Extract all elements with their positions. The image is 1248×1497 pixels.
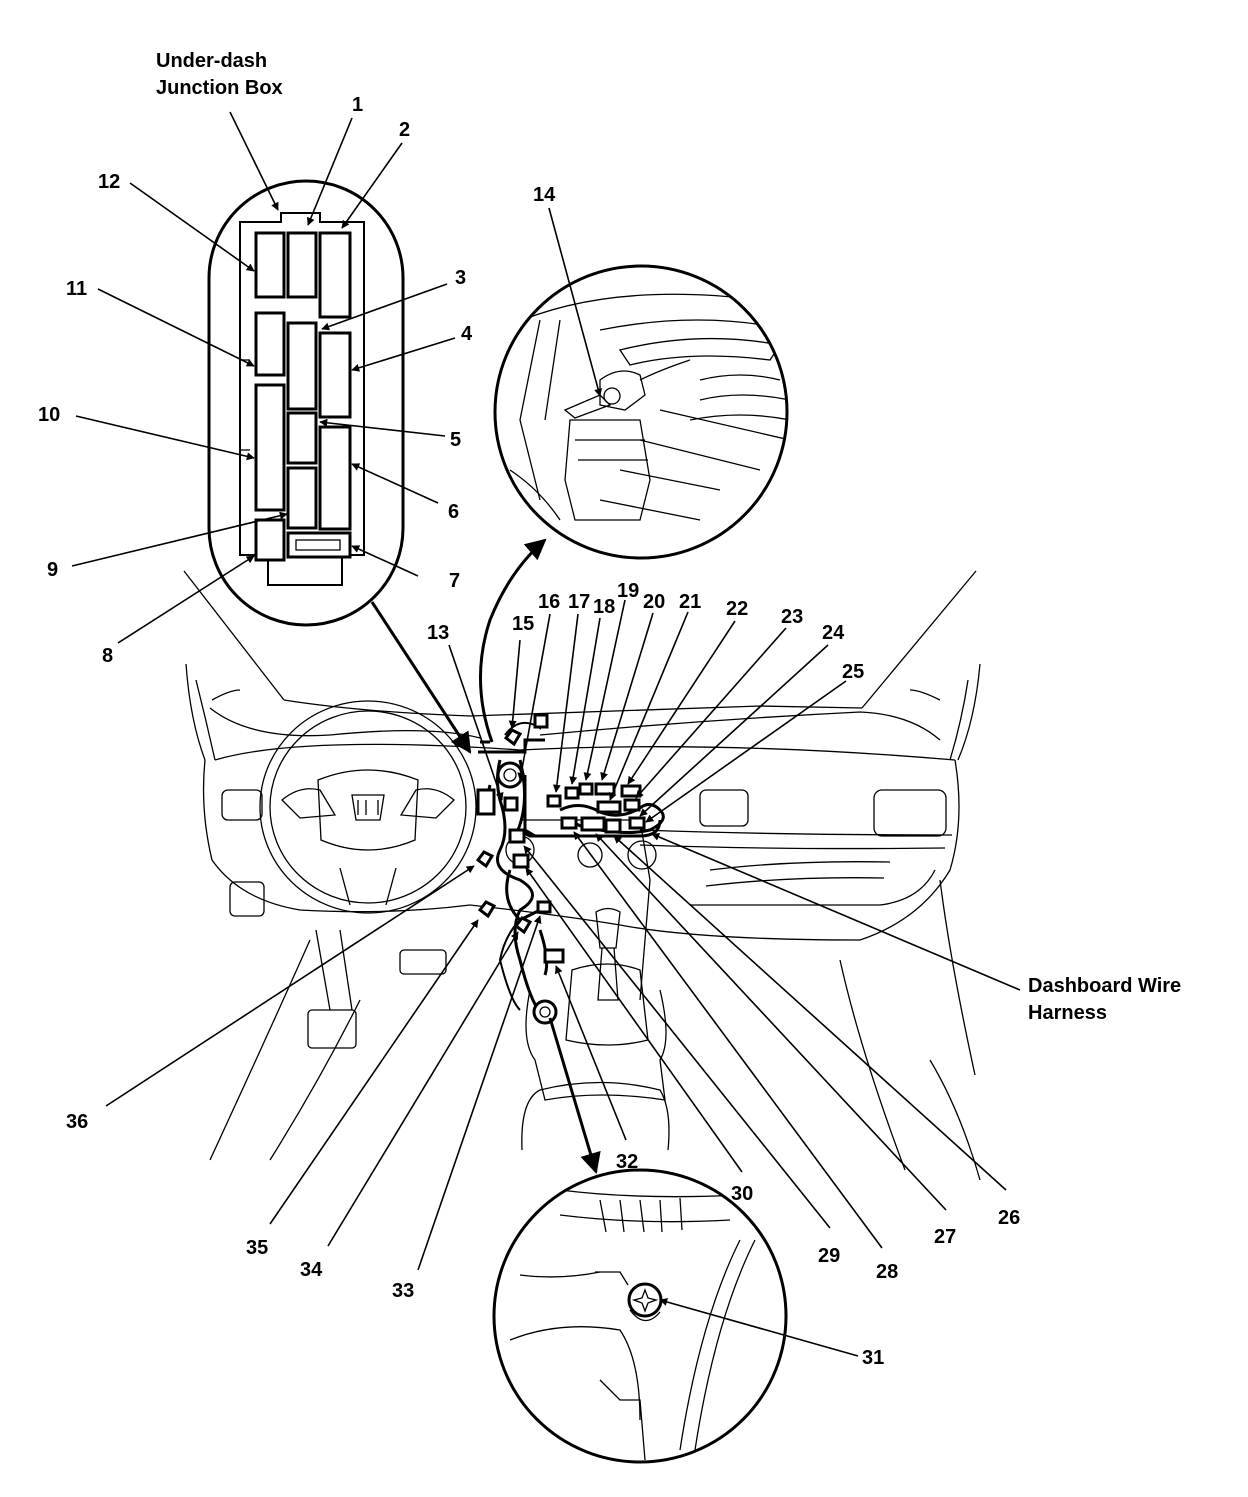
callout-31: 31 bbox=[862, 1347, 884, 1369]
connector-19 bbox=[578, 782, 594, 796]
connector-14-grommet bbox=[496, 761, 524, 789]
callout-3: 3 bbox=[455, 267, 466, 289]
callout-2: 2 bbox=[399, 119, 410, 141]
junction-box-title-line1: Under-dash bbox=[156, 50, 267, 72]
connector-24 bbox=[628, 816, 646, 830]
callout-11: 11 bbox=[66, 278, 87, 300]
callout-10: 10 bbox=[38, 404, 60, 426]
callout-7: 7 bbox=[449, 570, 460, 592]
fuse-slot-12 bbox=[254, 231, 286, 299]
callout-34: 34 bbox=[300, 1259, 323, 1281]
callout-19: 19 bbox=[617, 580, 639, 602]
connector-36 bbox=[475, 850, 495, 869]
connector-27 bbox=[580, 816, 606, 832]
fuse-slot-9 bbox=[286, 466, 318, 530]
fuse-slot-7 bbox=[286, 531, 352, 559]
callout-9: 9 bbox=[47, 559, 58, 581]
connector-28 bbox=[560, 816, 578, 830]
callout-27: 27 bbox=[934, 1226, 956, 1248]
callout-4: 4 bbox=[461, 323, 473, 345]
callout-26: 26 bbox=[998, 1207, 1020, 1229]
connector-32 bbox=[543, 948, 565, 964]
callout-25: 25 bbox=[842, 661, 864, 683]
fuse-slot-8 bbox=[254, 518, 286, 562]
callout-1: 1 bbox=[352, 94, 363, 116]
callout-16: 16 bbox=[538, 591, 560, 613]
junction-box-title-line2: Junction Box bbox=[156, 77, 283, 99]
dashboard-outline bbox=[183, 570, 981, 1181]
connector-15 bbox=[503, 728, 523, 747]
callout-36: 36 bbox=[66, 1111, 88, 1133]
junction-box-inset: Under-dash Junction Box bbox=[156, 50, 405, 627]
connectors bbox=[475, 713, 646, 1025]
callout-5: 5 bbox=[450, 429, 461, 451]
callout-32: 32 bbox=[616, 1151, 638, 1173]
connector-18 bbox=[564, 786, 580, 800]
fuse-slot-5 bbox=[286, 411, 318, 465]
detail-inset-top bbox=[493, 264, 789, 560]
fuse-slot-10 bbox=[254, 383, 286, 512]
callout-15: 15 bbox=[512, 613, 534, 635]
callout-28: 28 bbox=[876, 1261, 898, 1283]
connector-33 bbox=[536, 900, 552, 914]
callout-12: 12 bbox=[98, 171, 120, 193]
callout-20: 20 bbox=[643, 591, 665, 613]
callout-23: 23 bbox=[781, 606, 803, 628]
harness-title-line2: Harness bbox=[1028, 1002, 1107, 1024]
callout-numbers: 1 2 3 4 5 6 7 8 9 10 11 12 13 14 15 16 1… bbox=[38, 94, 1020, 1369]
callout-18: 18 bbox=[593, 596, 615, 618]
connector-16 bbox=[533, 713, 549, 729]
callout-17: 17 bbox=[568, 591, 590, 613]
connector-30 bbox=[512, 853, 530, 869]
connector-20 bbox=[594, 782, 616, 796]
fuse-slot-1 bbox=[286, 231, 318, 299]
connector-23 bbox=[623, 798, 641, 812]
connector-35 bbox=[477, 900, 497, 919]
steering-wheel bbox=[259, 700, 477, 914]
detail-inset-bottom bbox=[492, 1168, 788, 1464]
callout-13: 13 bbox=[427, 622, 449, 644]
fuse-slot-6 bbox=[318, 425, 352, 531]
callout-22: 22 bbox=[726, 598, 748, 620]
connector-29 bbox=[508, 828, 526, 844]
fuse-slot-2 bbox=[318, 231, 352, 319]
callout-6: 6 bbox=[448, 501, 459, 523]
fuse-slot-4 bbox=[318, 331, 352, 419]
callout-24: 24 bbox=[822, 622, 845, 644]
callout-8: 8 bbox=[102, 645, 113, 667]
callout-33: 33 bbox=[392, 1280, 414, 1302]
connector-34 bbox=[513, 916, 533, 935]
connector-21 bbox=[596, 800, 622, 814]
leader-lines bbox=[71, 111, 1021, 1357]
callout-29: 29 bbox=[818, 1245, 840, 1267]
connector-13 bbox=[476, 788, 496, 816]
junction-box bbox=[239, 212, 365, 586]
harness-title-line1: Dashboard Wire bbox=[1028, 975, 1181, 997]
connector-22 bbox=[620, 784, 642, 798]
callout-35: 35 bbox=[246, 1237, 268, 1259]
connector-17 bbox=[546, 794, 562, 808]
callout-21: 21 bbox=[679, 591, 701, 613]
fuse-slot-11 bbox=[254, 311, 286, 377]
connector-31-grommet bbox=[532, 999, 558, 1025]
callout-30: 30 bbox=[731, 1183, 753, 1205]
fuse-slot-3 bbox=[286, 321, 318, 411]
connector-26 bbox=[604, 818, 622, 834]
callout-14: 14 bbox=[533, 184, 556, 206]
